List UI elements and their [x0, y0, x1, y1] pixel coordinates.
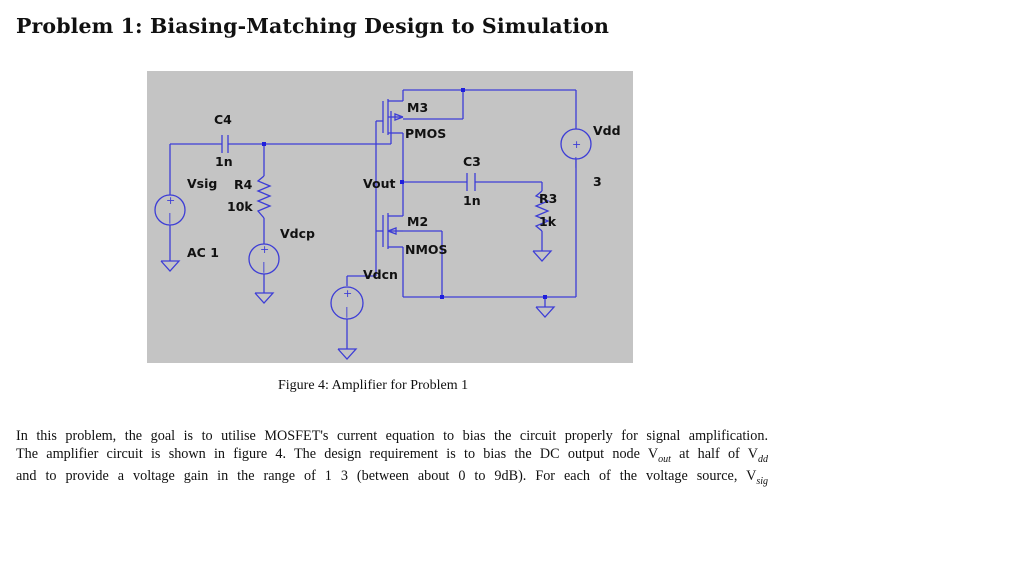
subscript-out: out [658, 453, 671, 465]
label-c4: C4 [214, 112, 232, 127]
label-r3: R3 [539, 191, 557, 206]
paragraph-line-1: In this problem, the goal is to utilise … [16, 428, 768, 446]
paragraph-line-3: and to provide a voltage gain in the ran… [16, 468, 768, 490]
problem-paragraph: In this problem, the goal is to utilise … [16, 428, 768, 490]
svg-text:|: | [345, 305, 349, 318]
figure-caption: Figure 4: Amplifier for Problem 1 [278, 378, 469, 393]
label-r4: R4 [234, 177, 253, 192]
paragraph-line-2-text-a: The amplifier circuit is shown in figure… [16, 445, 659, 462]
label-c4-value: 1n [215, 154, 233, 169]
label-vout: Vout [363, 176, 395, 191]
label-vdcn: Vdcn [363, 267, 398, 282]
subscript-dd: dd [758, 453, 768, 465]
label-ac: AC 1 [187, 245, 219, 260]
label-vdd: Vdd [593, 123, 621, 138]
label-c3-value: 1n [463, 193, 481, 208]
paragraph-line-1-text: In this problem, the goal is to utilise … [16, 428, 768, 444]
label-pmos: PMOS [405, 126, 446, 141]
label-r3-value: 1k [539, 214, 557, 229]
label-vsig: Vsig [187, 176, 217, 191]
svg-text:+: + [343, 287, 352, 300]
svg-text:|: | [574, 155, 578, 168]
label-m2: M2 [407, 214, 428, 229]
junction-dots [262, 88, 547, 299]
wires [169, 89, 577, 349]
subscript-sig: sig [756, 475, 768, 487]
paragraph-line-2: The amplifier circuit is shown in figure… [16, 446, 768, 468]
source-polarity-marks: + | + | + | + | [166, 138, 581, 318]
components [154, 113, 592, 360]
paragraph-line-3-text: and to provide a voltage gain in the ran… [16, 467, 757, 484]
label-vdd-value: 3 [593, 174, 602, 189]
svg-text:+: + [260, 243, 269, 256]
svg-text:+: + [166, 194, 175, 207]
circuit-diagram: +| +| +| +| C4 1n Vsig AC 1 R4 10k Vdcp … [154, 88, 621, 360]
label-r4-value: 10k [227, 199, 253, 214]
paragraph-line-2-text-b: at half of V [670, 445, 758, 462]
svg-text:+: + [572, 138, 581, 151]
label-vdcp: Vdcp [280, 226, 315, 241]
problem-title: Problem 1: Biasing-Matching Design to Si… [16, 14, 610, 38]
label-m3: M3 [407, 100, 428, 115]
label-nmos: NMOS [405, 242, 448, 257]
svg-text:|: | [262, 260, 266, 273]
amplifier-schematic: +| +| +| +| C4 1n Vsig AC 1 R4 10k Vdcp … [147, 71, 633, 363]
label-c3: C3 [463, 154, 481, 169]
svg-text:|: | [168, 211, 172, 224]
